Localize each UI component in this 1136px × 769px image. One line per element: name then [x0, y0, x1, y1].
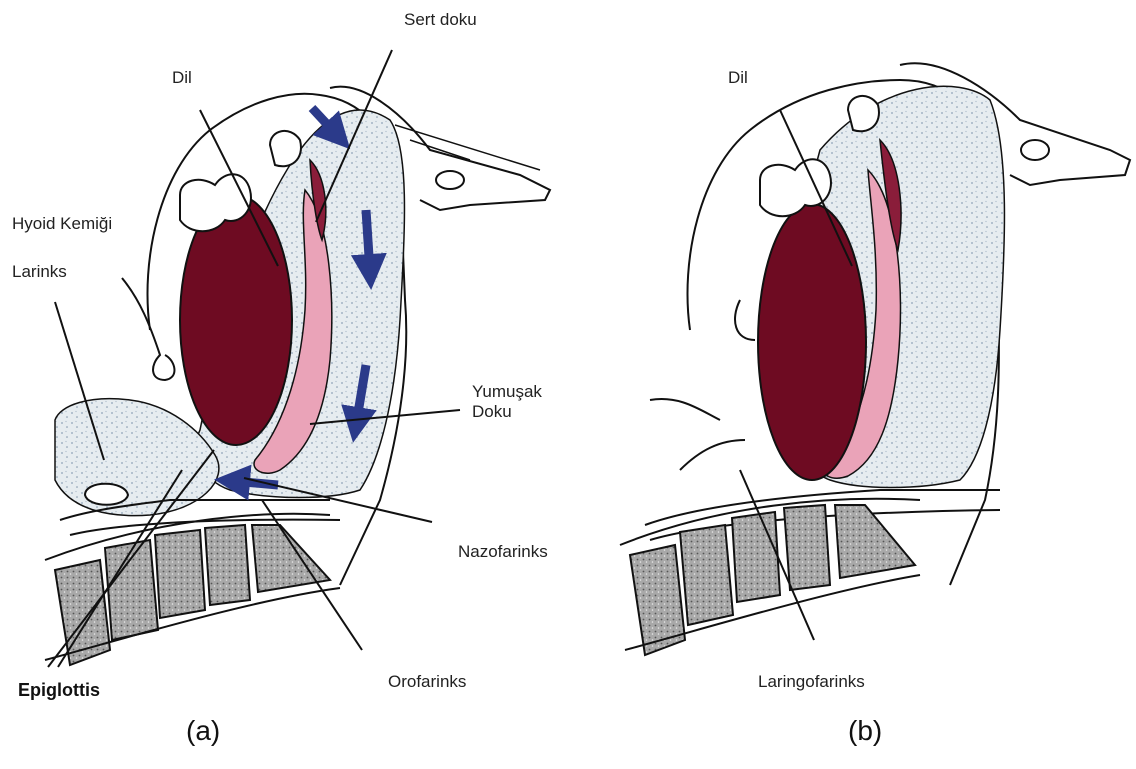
label-nazofarinks: Nazofarinks	[458, 542, 548, 562]
label-orofarinks: Orofarinks	[388, 672, 466, 692]
label-laringofarinks: Laringofarinks	[758, 672, 865, 692]
ring-a	[85, 484, 128, 505]
panel-a	[45, 50, 550, 667]
label-epiglottis: Epiglottis	[18, 680, 100, 700]
tongue-a	[180, 195, 292, 445]
label-dil-b: Dil	[728, 68, 748, 88]
sinus-a	[436, 171, 464, 189]
sinus-b	[1021, 140, 1049, 160]
label-sert-doku: Sert doku	[404, 10, 477, 30]
panel-b	[620, 63, 1130, 655]
palate-line-a	[395, 125, 540, 170]
caption-b: (b)	[848, 715, 882, 747]
spine-b	[620, 499, 920, 655]
spine-a	[45, 514, 340, 665]
label-larinks: Larinks	[12, 262, 67, 282]
label-dil-a: Dil	[172, 68, 192, 88]
larynx-lines-b	[650, 300, 755, 470]
tongue-b	[758, 204, 866, 480]
neck-tissue-a	[55, 399, 219, 516]
label-hyoid: Hyoid Kemiği	[12, 214, 112, 234]
caption-a: (a)	[186, 715, 220, 747]
label-yumusak-doku: Yumuşak Doku	[472, 382, 542, 422]
